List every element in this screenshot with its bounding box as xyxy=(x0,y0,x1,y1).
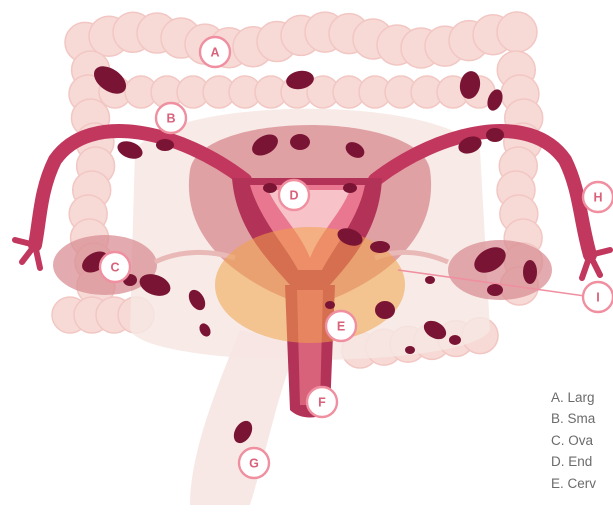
legend-item-b: B. Sma xyxy=(551,408,613,429)
marker-b-small-intestine: B xyxy=(156,103,186,133)
lesion xyxy=(156,139,174,151)
intestine-bump xyxy=(497,12,537,52)
lesion xyxy=(425,276,435,284)
left-fimbriae xyxy=(15,240,40,268)
marker-letter: C xyxy=(110,261,119,275)
marker-g: G xyxy=(239,448,269,478)
lesion xyxy=(405,346,415,354)
lesion xyxy=(486,128,504,142)
marker-e-cervix: E xyxy=(326,311,356,341)
marker-letter: H xyxy=(593,191,602,205)
marker-d-endometrium: D xyxy=(279,180,309,210)
legend: A. Larg B. Sma C. Ova D. End E. Cerv xyxy=(551,387,613,494)
lesion xyxy=(449,335,461,345)
marker-letter: D xyxy=(289,189,298,203)
lesion xyxy=(370,241,390,253)
marker-h: H xyxy=(583,182,613,212)
legend-item-a: A. Larg xyxy=(551,387,613,408)
marker-letter: G xyxy=(249,457,259,471)
rectum-shape xyxy=(190,330,300,505)
marker-letter: I xyxy=(596,291,599,305)
lesion xyxy=(263,183,277,193)
lesion xyxy=(487,284,503,296)
legend-item-e: E. Cerv xyxy=(551,473,613,494)
legend-item-c: C. Ova xyxy=(551,430,613,451)
marker-letter: E xyxy=(337,320,345,334)
marker-letter: B xyxy=(166,112,175,126)
marker-i: I xyxy=(583,282,613,312)
marker-f: F xyxy=(307,387,337,417)
lesion xyxy=(343,183,357,193)
legend-item-d: D. End xyxy=(551,451,613,472)
marker-letter: F xyxy=(318,396,326,410)
marker-letter: A xyxy=(210,46,219,60)
marker-a-large-intestine: A xyxy=(200,37,230,67)
lesion xyxy=(523,260,537,284)
marker-c-ovary: C xyxy=(100,252,130,282)
lesion xyxy=(290,134,310,150)
lesion xyxy=(375,301,395,319)
lesion xyxy=(325,301,335,309)
